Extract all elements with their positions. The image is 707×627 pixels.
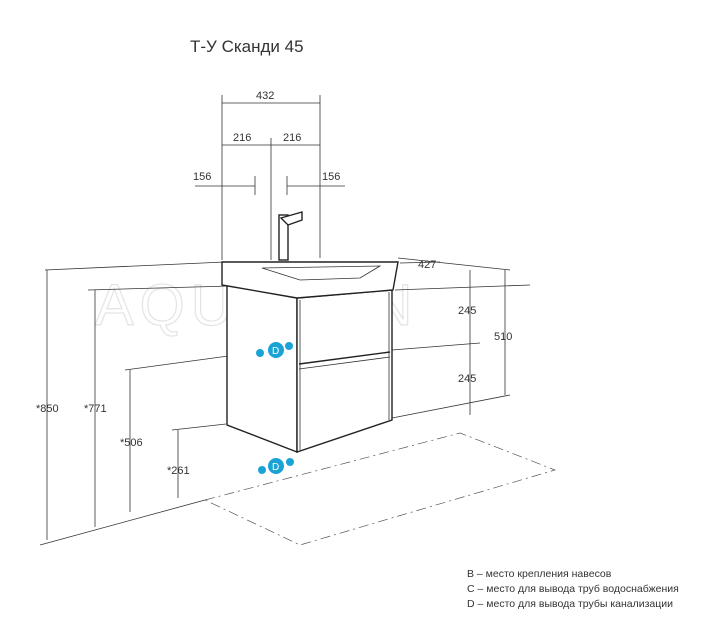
- vanity-cabinet: [221, 261, 399, 454]
- dim-506: *506: [120, 437, 143, 449]
- dim-245-bottom: 245: [458, 373, 476, 385]
- legend-b: B – место крепления навесов: [467, 568, 612, 580]
- drawing-title: Т-У Сканди 45: [190, 37, 304, 56]
- dim-216-left: 216: [233, 132, 251, 144]
- right-dimensions: [44, 257, 531, 419]
- drain-marker-upper: D: [256, 342, 293, 358]
- drain-marker-lower: D: [258, 458, 294, 474]
- faucet: [278, 211, 303, 261]
- legend-d: D – место для вывода трубы канализации: [467, 598, 674, 610]
- dim-427: 427: [418, 259, 436, 271]
- dim-156-left: 156: [193, 171, 211, 183]
- dim-432: 432: [256, 90, 274, 102]
- top-dimensions: [195, 95, 345, 260]
- dim-850: *850: [36, 403, 59, 415]
- dim-156-right: 156: [322, 171, 340, 183]
- marker-d-label: D: [272, 346, 279, 357]
- dim-216-right: 216: [283, 132, 301, 144]
- marker-d-label: D: [272, 462, 279, 473]
- dim-510: 510: [494, 331, 512, 343]
- dim-245-top: 245: [458, 305, 476, 317]
- legend-c: C – место для вывода труб водоснабжения: [467, 583, 679, 595]
- dim-261: *261: [167, 465, 190, 477]
- floor-outline: [203, 432, 557, 546]
- dim-771: *771: [84, 403, 107, 415]
